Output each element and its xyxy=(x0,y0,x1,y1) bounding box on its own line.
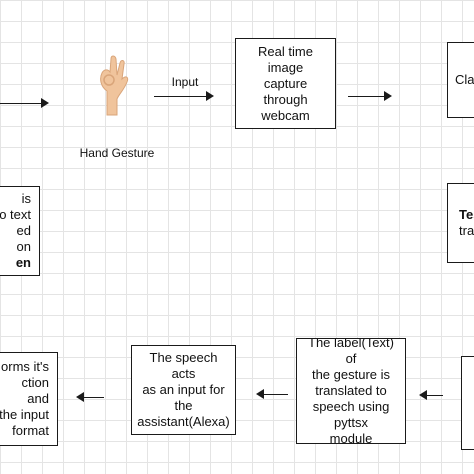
hand-gesture-label: Hand Gesture xyxy=(79,146,155,160)
bottom-right-partial-box xyxy=(461,356,474,450)
classify-box: Cla xyxy=(447,42,474,118)
arrow-right-to-translate xyxy=(419,390,443,400)
ok-hand-gesture-icon xyxy=(100,55,129,116)
bottom-left-box: orms it's ction and the input format xyxy=(0,352,58,446)
left-partial-box: is o text ed on en xyxy=(0,186,40,276)
speech-box: The speech acts as an input for the assi… xyxy=(131,345,236,435)
arrow-capture-to-classify xyxy=(348,91,392,101)
translate-box: The label(Text) of the gesture is transl… xyxy=(296,338,406,444)
arrow-speech-to-format xyxy=(76,392,104,402)
arrow-hand-to-capture xyxy=(154,91,214,101)
arrow-into-hand xyxy=(0,98,49,108)
capture-box: Real time image capture through webcam xyxy=(235,38,336,129)
arrow-translate-to-speech xyxy=(256,389,288,399)
input-label: Input xyxy=(171,75,199,89)
right-partial-box: Tes tra xyxy=(447,183,474,263)
